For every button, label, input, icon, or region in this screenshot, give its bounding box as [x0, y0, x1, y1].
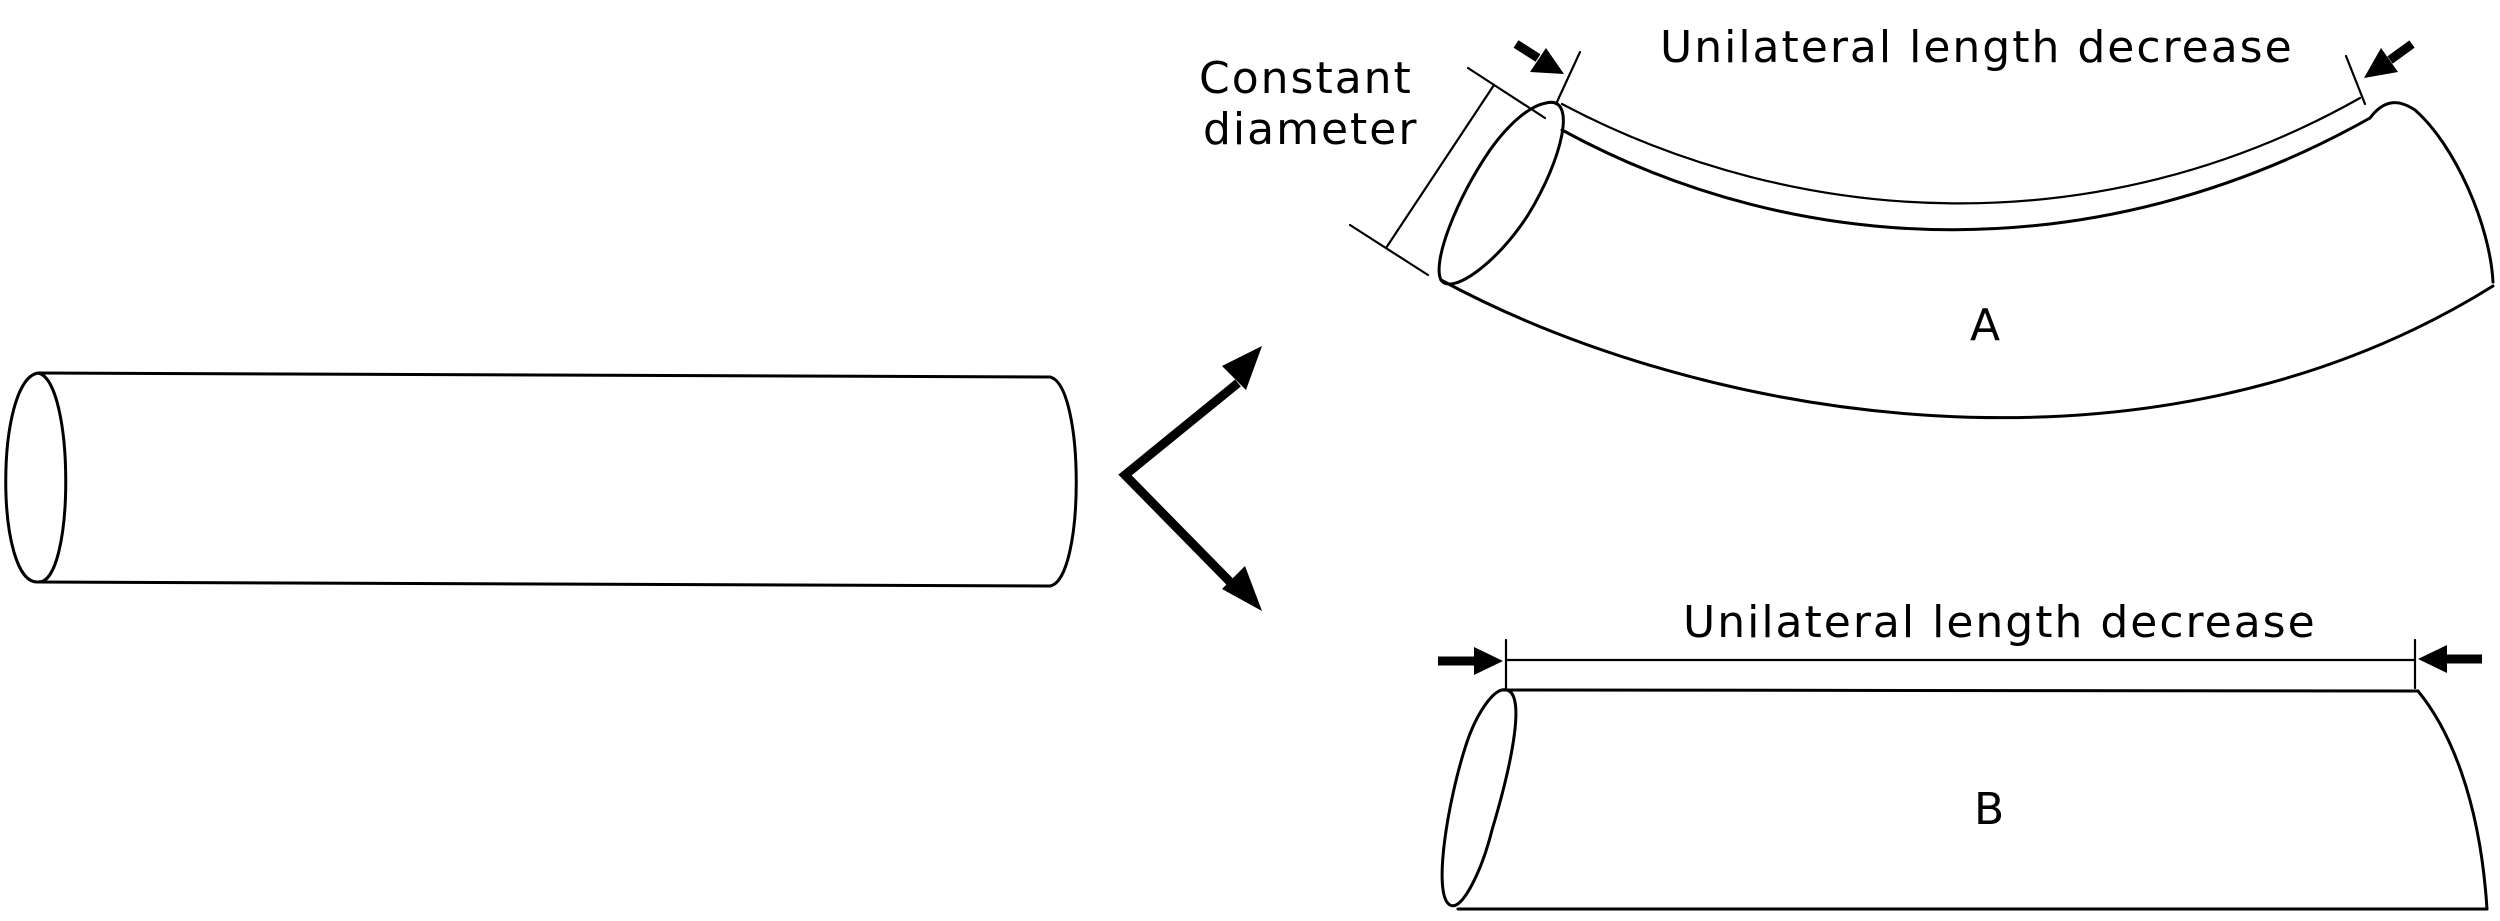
bent-cylinder-bottom-edge	[1439, 278, 2495, 420]
bent-cylinder-left-end	[1437, 100, 1565, 286]
arrow-a-left-head	[1530, 48, 1564, 74]
arrow-head-up	[1222, 346, 1262, 390]
shortened-cylinder-b	[1440, 688, 2489, 911]
original-cylinder	[4, 371, 1078, 588]
arrow-a-left-shaft	[1513, 40, 1541, 62]
arrow-b-left-head	[1474, 647, 1503, 675]
dimension-line	[1384, 83, 1496, 250]
branch-arrow-stem	[1118, 379, 1242, 594]
bent-cylinder-a	[1437, 96, 2495, 420]
original-cylinder-left-end	[4, 371, 68, 584]
arrow-a-right-shaft	[2387, 40, 2415, 64]
original-cylinder-right-end	[1048, 375, 1078, 588]
length-decrease-label-b: Unilateral length decrease	[1683, 597, 2317, 648]
branch-arrows	[1118, 346, 1262, 611]
original-cylinder-bottom-edge	[36, 580, 1052, 588]
constant-diameter-label-line2: diameter	[1203, 104, 1418, 155]
case-b-label: B	[1974, 784, 2004, 835]
length-decrease-a-markers	[1513, 40, 2415, 106]
tick-a-left	[1554, 50, 1582, 106]
arrow-a-right-head	[2364, 48, 2398, 78]
constant-diameter-label-line1: Constant	[1199, 53, 1413, 104]
arrow-head-down	[1222, 566, 1262, 611]
bent-cylinder-right-end	[2368, 101, 2495, 284]
tick-a-right	[2344, 54, 2367, 106]
shortened-cylinder-right-end	[2416, 689, 2489, 911]
original-cylinder-top-edge	[36, 371, 1052, 379]
length-decrease-b-dimension	[1438, 638, 2482, 690]
bent-cylinder-top-edge	[1560, 116, 2372, 232]
dimension-extension-bottom	[1348, 223, 1430, 277]
bent-cylinder-top-inner-edge	[1560, 96, 2362, 205]
shortened-cylinder-left-end	[1440, 688, 1518, 908]
dimension-extension-top	[1466, 66, 1547, 120]
arrow-b-right-head	[2418, 645, 2447, 673]
case-a-label: A	[1970, 300, 2000, 351]
length-decrease-label-a: Unilateral length decrease	[1660, 22, 2294, 73]
shortened-cylinder-top-edge	[1500, 688, 2420, 693]
constant-diameter-dimension	[1348, 66, 1547, 277]
